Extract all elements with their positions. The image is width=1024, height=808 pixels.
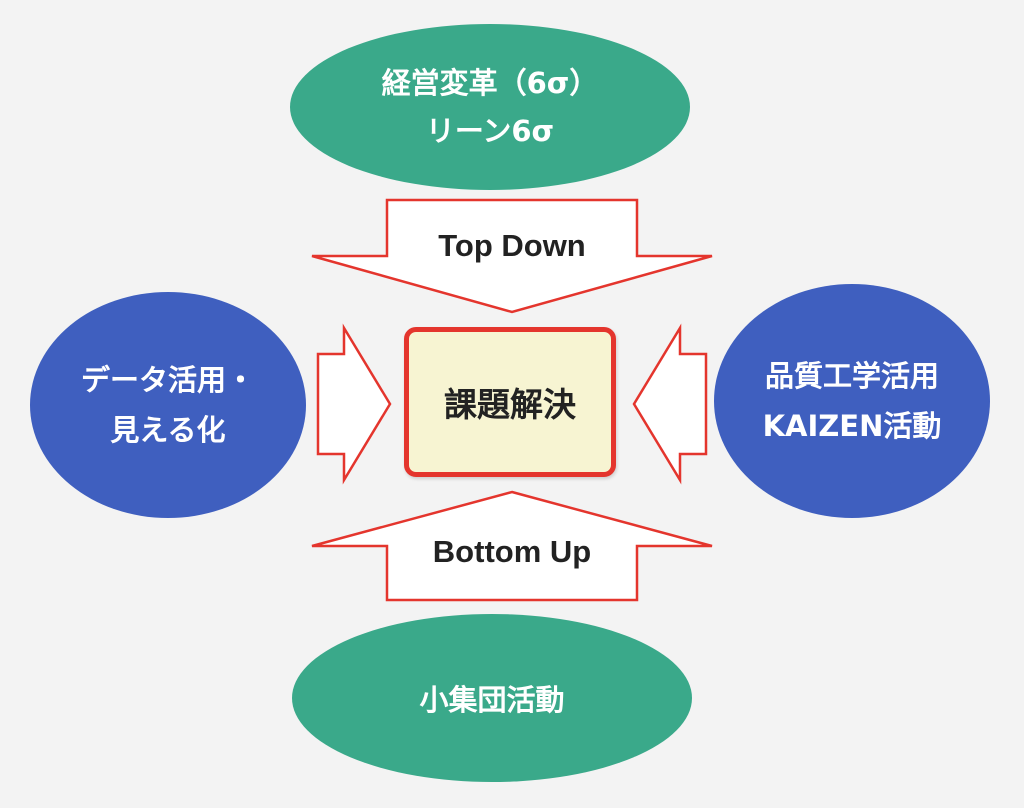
top-ellipse-line-2: リーン6σ <box>425 114 555 148</box>
right-ellipse: 品質工学活用 KAIZEN活動 <box>714 284 990 518</box>
left-ellipse-line-1: データ活用・ <box>80 363 255 397</box>
right-arrow <box>632 323 708 485</box>
left-arrow <box>316 323 392 485</box>
center-box: 課題解決 <box>404 327 616 477</box>
center-label: 課題解決 <box>444 385 576 424</box>
top-down-label: Top Down <box>438 228 586 263</box>
bottom-up-label: Bottom Up <box>432 534 592 569</box>
top-ellipse: 経営変革（6σ） リーン6σ <box>290 24 690 190</box>
bottom-up-arrow <box>311 490 713 602</box>
bottom-ellipse: 小集団活動 <box>292 614 692 782</box>
left-ellipse-line-2: 見える化 <box>110 413 226 447</box>
left-ellipse: データ活用・ 見える化 <box>30 292 306 518</box>
top-down-arrow <box>311 198 713 314</box>
bottom-ellipse-line-1: 小集団活動 <box>419 683 565 717</box>
right-ellipse-line-1: 品質工学活用 <box>764 359 939 393</box>
top-ellipse-line-1: 経営変革（6σ） <box>381 66 599 100</box>
right-ellipse-line-2: KAIZEN活動 <box>762 409 942 443</box>
